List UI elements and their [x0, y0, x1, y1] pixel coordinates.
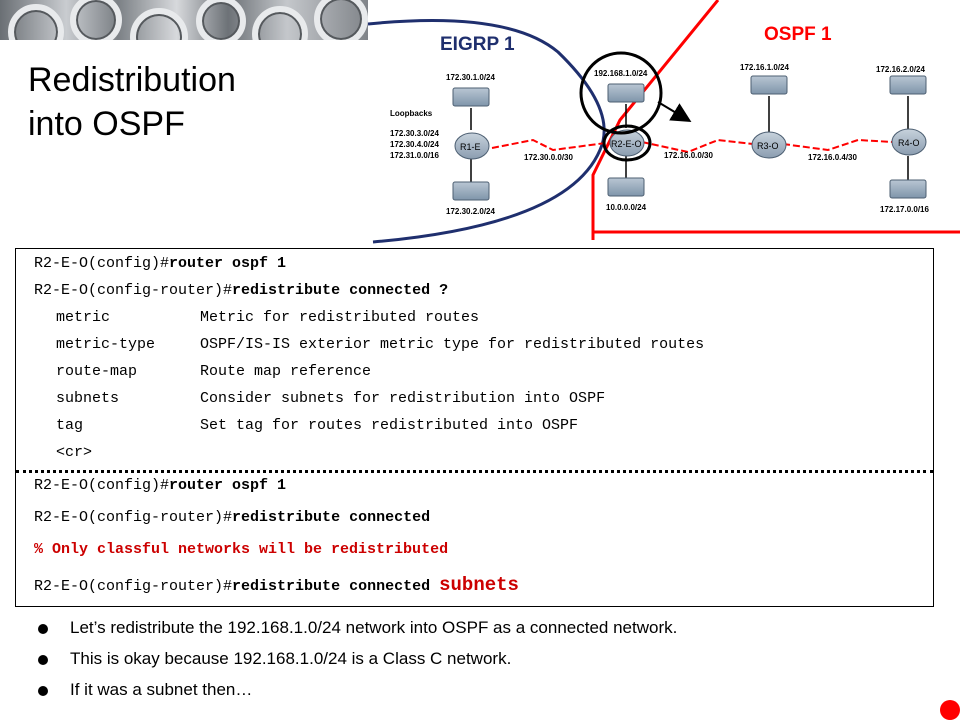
cli-prompt: R2-E-O(config-router)#: [34, 578, 233, 595]
title-line-2: into OSPF: [28, 105, 185, 143]
link-r3-r4-label: 172.16.0.4/30: [808, 153, 857, 162]
dotted-separator: [16, 470, 933, 473]
option-name: <cr>: [56, 444, 93, 461]
link-r1-r2-label: 172.30.0.0/30: [524, 153, 573, 162]
bullet-text: If it was a subnet then…: [70, 680, 253, 699]
net-r4-bottom: 172.17.0.0/16: [880, 205, 929, 214]
cli-line-1: R2-E-O(config)#router ospf 1: [34, 255, 286, 273]
cli-command: redistribute connected: [232, 578, 431, 595]
switch-r4-top: [889, 75, 927, 95]
pointer-arrow: [657, 101, 692, 123]
switch-r1-bottom: [452, 181, 490, 201]
net-r1-bottom: 172.30.2.0/24: [446, 207, 495, 216]
link-r3-r4: [782, 138, 894, 152]
loopback-3: 172.31.0.0/16: [390, 151, 439, 160]
bullet-dot: [38, 686, 48, 696]
switch-r3-top: [750, 75, 788, 95]
highlight-circle-router: [602, 124, 652, 162]
bullet-dot: [38, 624, 48, 634]
loopback-2: 172.30.4.0/24: [390, 140, 439, 149]
cli-line-3: R2-E-O(config)#router ospf 1: [34, 477, 286, 495]
loopback-1: 172.30.3.0/24: [390, 129, 439, 138]
cli-command: redistribute connected: [232, 509, 431, 526]
red-dot-marker: [940, 700, 960, 720]
topology-diagram: EIGRP 1 OSPF 1 R1-E R2-E-O R3-O R4-O 172…: [368, 0, 960, 244]
net-r2-top: 192.168.1.0/24: [594, 69, 648, 78]
cli-command: router ospf 1: [169, 477, 287, 494]
option-name: metric: [56, 309, 111, 326]
router-r1-label: R1-E: [460, 142, 481, 152]
header-photo: [0, 0, 368, 40]
switch-r1-top: [452, 87, 490, 107]
option-name: route-map: [56, 363, 138, 380]
bullet-dot: [38, 655, 48, 665]
option-desc: Route map reference: [200, 363, 372, 380]
cli-prompt: R2-E-O(config)#: [34, 477, 170, 494]
title-line-1: Redistribution: [28, 61, 236, 99]
router-r3-label: R3-O: [757, 141, 779, 151]
option-desc: Set tag for routes redistributed into OS…: [200, 417, 579, 434]
cli-command: redistribute connected ?: [232, 282, 449, 299]
router-r1: R1-E: [454, 132, 490, 160]
cli-command: router ospf 1: [169, 255, 287, 272]
cli-line-2: R2-E-O(config-router)#redistribute conne…: [34, 282, 448, 300]
option-desc: OSPF/IS-IS exterior metric type for redi…: [200, 336, 705, 353]
cli-error: % Only classful networks will be redistr…: [34, 541, 449, 558]
router-r4: R4-O: [891, 128, 927, 156]
loopbacks-label: Loopbacks: [390, 109, 433, 118]
option-name: tag: [56, 417, 84, 434]
switch-r2-bottom: [607, 177, 645, 197]
switch-r4-bottom: [889, 179, 927, 199]
option-name: subnets: [56, 390, 120, 407]
highlight-circle-network: [579, 51, 663, 135]
cli-prompt: R2-E-O(config-router)#: [34, 282, 233, 299]
slide-title: Redistribution into OSPF: [28, 58, 236, 146]
link-r2-r3: [641, 138, 754, 154]
bullet-text: Let’s redistribute the 192.168.1.0/24 ne…: [70, 618, 678, 637]
cli-line-5: R2-E-O(config-router)#redistribute conne…: [34, 576, 519, 596]
ospf-boundary: [591, 0, 960, 240]
option-desc: Metric for redistributed routes: [200, 309, 480, 326]
cli-line-4: R2-E-O(config-router)#redistribute conne…: [34, 509, 430, 527]
eigrp-boundary: [368, 19, 606, 244]
net-r1-top: 172.30.1.0/24: [446, 73, 495, 82]
net-r2-bottom: 10.0.0.0/24: [606, 203, 647, 212]
net-r4-top: 172.16.2.0/24: [876, 65, 925, 74]
option-name: metric-type: [56, 336, 156, 353]
link-r2-r3-label: 172.16.0.0/30: [664, 151, 713, 160]
router-r3: R3-O: [751, 131, 787, 159]
router-r2-label: R2-E-O: [611, 139, 642, 149]
option-desc: Consider subnets for redistribution into…: [200, 390, 606, 407]
eigrp-label: EIGRP 1: [440, 34, 515, 55]
net-r3-top: 172.16.1.0/24: [740, 63, 789, 72]
cli-prompt: R2-E-O(config)#: [34, 255, 170, 272]
router-r4-label: R4-O: [898, 138, 920, 148]
cli-output-box: R2-E-O(config)#router ospf 1 R2-E-O(conf…: [15, 248, 934, 607]
link-r1-r2: [491, 138, 614, 152]
ospf-label: OSPF 1: [764, 24, 832, 45]
switch-r2-top: [607, 83, 645, 103]
cli-keyword-subnets: subnets: [439, 574, 519, 596]
bullet-text: This is okay because 192.168.1.0/24 is a…: [70, 649, 512, 668]
router-r2: R2-E-O: [609, 129, 645, 157]
cli-prompt: R2-E-O(config-router)#: [34, 509, 233, 526]
